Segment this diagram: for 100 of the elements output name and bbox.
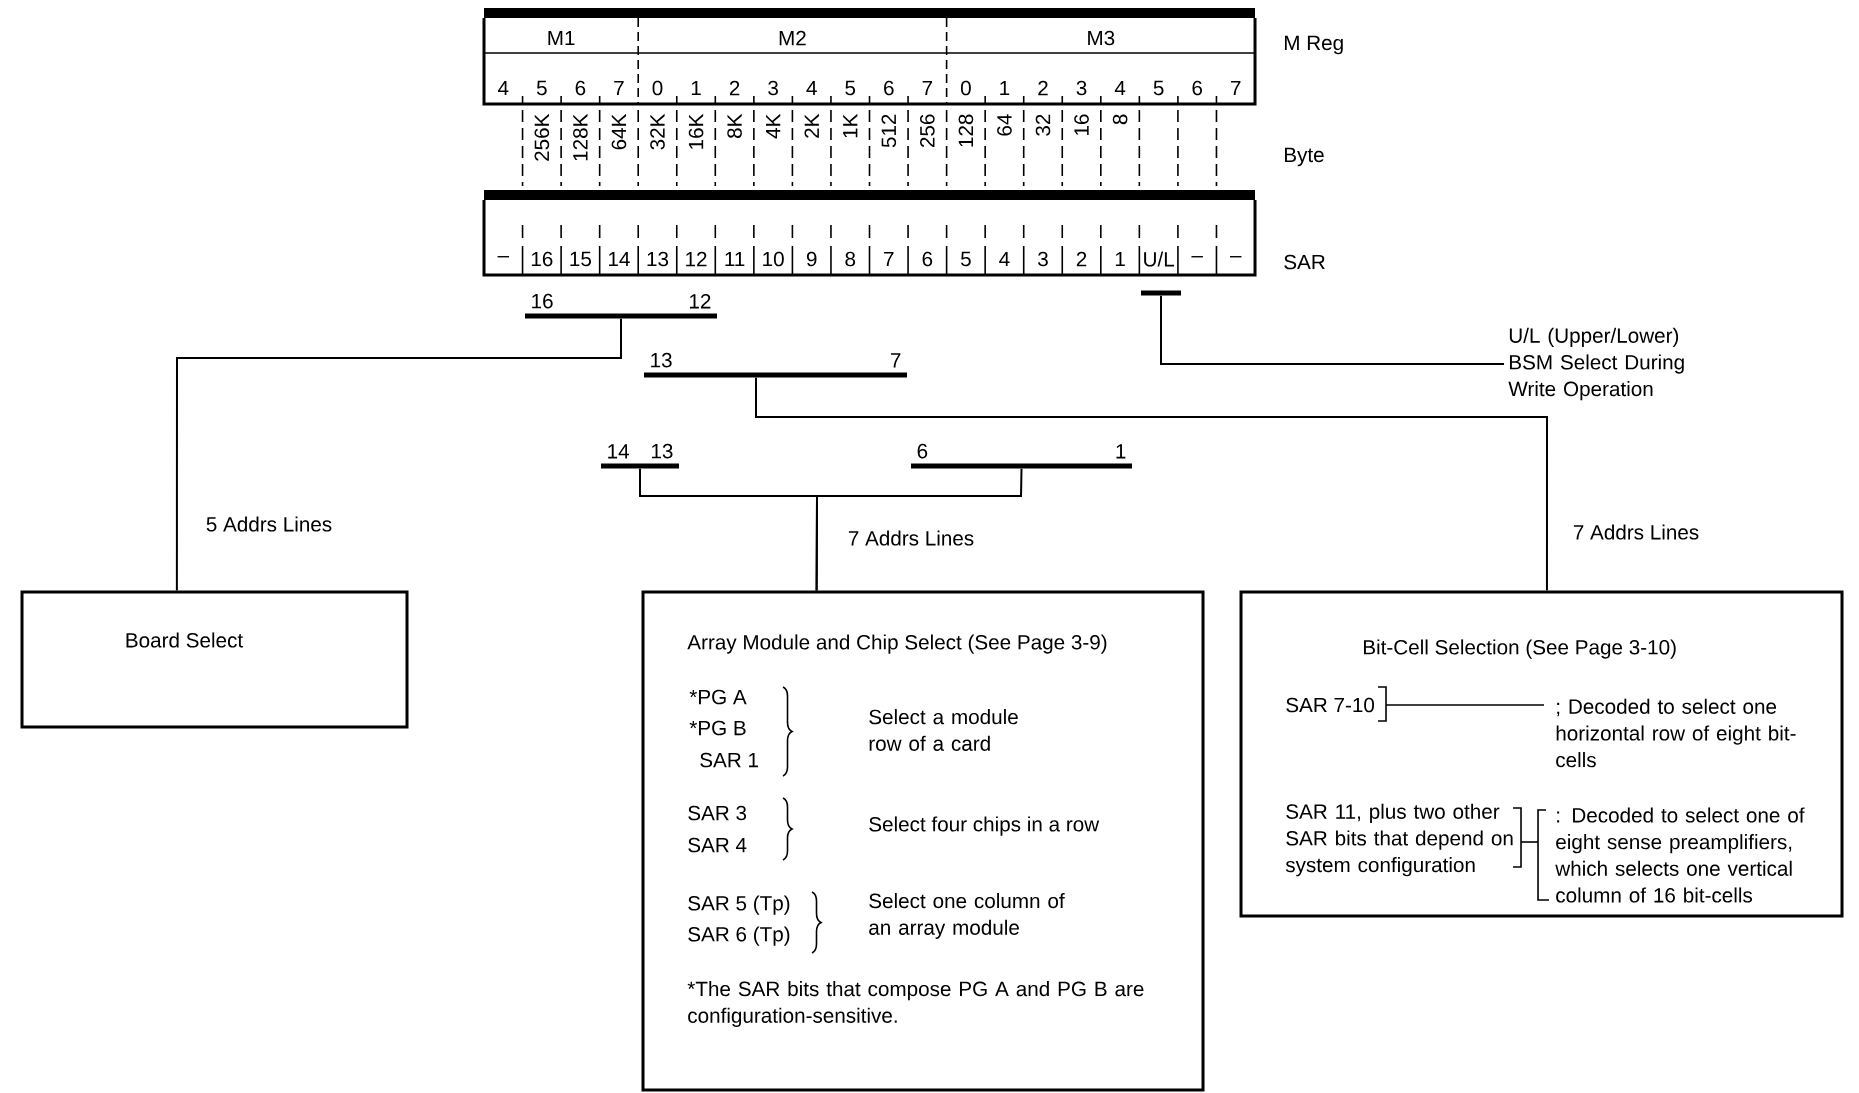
byte-value: 64K [611,113,627,150]
bit-number: 12 [686,251,707,267]
bit-number: 10 [763,251,784,267]
byte-value: 64 [997,114,1012,136]
bit-number: U/L [1144,251,1175,267]
note-text: U/L (Upper/Lower) BSM Select During Write Operation [1508,327,1684,401]
bit-number: 7 [922,80,933,96]
function-box [20,590,409,729]
connector-line [815,467,1023,592]
byte-value: 256K [534,113,550,161]
connector-line [755,376,1549,592]
bit-number: 7 [614,80,624,96]
bit-number: 6 [884,80,894,96]
bit-number: 1 [1115,251,1125,267]
bit-number: 5 [1153,80,1164,96]
byte-value: 2K [804,113,819,138]
node-label: 1 [1116,444,1126,459]
node-label: 12 [689,293,711,309]
bit-number: 4 [1114,80,1126,96]
byte-value: 1K [843,113,858,138]
byte-value: 16 [1074,114,1089,135]
box-title: Array Module and Chip Select (See Page 3-9) [687,634,1107,654]
box-title: Board Select [126,632,243,648]
byte-value: 256 [920,114,935,148]
bit-number: 6 [1192,80,1202,96]
bit-number: 4 [806,80,817,96]
bit-label: SAR 6 (Tp) [688,926,790,946]
byte-value: 4K [766,113,781,139]
bit-number: – [1230,256,1242,258]
description-text: Select a module row of a card [869,709,1018,751]
bit-number: 7 [1231,80,1241,96]
bit-range-bar: 14 13 [601,443,679,469]
row-label: SAR [1284,254,1325,270]
bit-label: *PG A [689,689,747,705]
bit-number: 5 [845,80,856,96]
byte-value: 128 [958,114,974,147]
bit-label: *PG B [689,720,746,736]
field-label: M2 [779,30,806,46]
bit-number: 3 [1076,80,1087,96]
footnote: *The SAR bits that compose PG A and PG B are configuration-sensitive. [687,981,1144,1027]
field-label: M3 [1088,30,1115,46]
byte-value: 512 [881,114,897,148]
bit-number: – [1191,256,1203,258]
bit-label: SAR 4 [688,837,747,853]
node-label: 16 [532,293,553,309]
bit-number: 4 [999,251,1010,267]
description-text: ; Decoded to select one horizontal row of eight bit-cells [1556,698,1796,768]
function-box [641,590,1205,1092]
bit-label: SAR 3 [688,805,747,821]
leader-line [1160,294,1505,365]
bit-number: 11 [725,251,745,267]
byte-value: 32K [650,113,665,150]
connector-line [175,317,622,592]
bit-number: 9 [806,251,817,267]
bit-range-bar: 13 7 [644,352,907,378]
bit-number: 13 [647,251,669,267]
bit-number: 1 [691,80,701,96]
bit-number: 2 [1076,251,1087,267]
field-label: M1 [548,30,575,46]
node-label: 13 [651,443,673,459]
description-text: Select four chips in a row [869,816,1100,836]
bit-number: 2 [729,80,740,96]
byte-value: 16K [688,113,704,149]
bit-number: 6 [922,251,933,267]
byte-value: 128K [573,113,588,161]
node-label: 14 [608,444,629,459]
edge-label: 7 Addrs Lines [1569,521,1703,543]
bit-number: – [497,256,509,258]
box-title: Bit-Cell Selection (See Page 3-10) [1364,639,1676,659]
bit-number: 5 [536,80,547,96]
byte-value: 8K [727,113,742,138]
bit-number: 2 [1038,80,1048,96]
bit-label: SAR 7-10 [1286,697,1375,713]
bit-number: 16 [531,251,553,267]
node-label: 13 [651,352,672,368]
bit-range-bar [1141,290,1181,296]
bit-number: 0 [652,80,663,96]
function-box [1239,590,1844,918]
node-label: 7 [890,353,901,368]
description-text: : Decoded to select one of eight sense preamplifiers, which selects one vertical column of 16 bit-cells [1555,807,1805,903]
bit-label: SAR 1 [700,752,758,768]
bit-range-bar: 16 12 [525,293,717,319]
bit-number: 14 [609,251,630,267]
bit-number: 6 [575,80,586,96]
bit-number: 7 [884,251,894,267]
bit-number: 0 [960,80,971,96]
edge-label: 7 Addrs Lines [844,527,978,549]
node-label: 6 [917,443,928,459]
bit-label: SAR 5 (Tp) [688,895,790,915]
row-label: Byte [1285,147,1324,167]
bit-number: 8 [845,251,856,267]
description-text: Select one column of an array module [869,893,1065,939]
bit-number: 5 [961,251,971,267]
bit-number: 15 [570,251,591,267]
bit-number: 4 [498,80,509,96]
bit-number: 3 [768,80,778,96]
bit-number: 3 [1038,251,1048,267]
bit-label: SAR 11, plus two other SAR bits that depend on system configuration [1285,803,1513,877]
bit-range-bar: 6 1 [911,443,1132,469]
edge-label: 5 Addrs Lines [202,513,336,535]
